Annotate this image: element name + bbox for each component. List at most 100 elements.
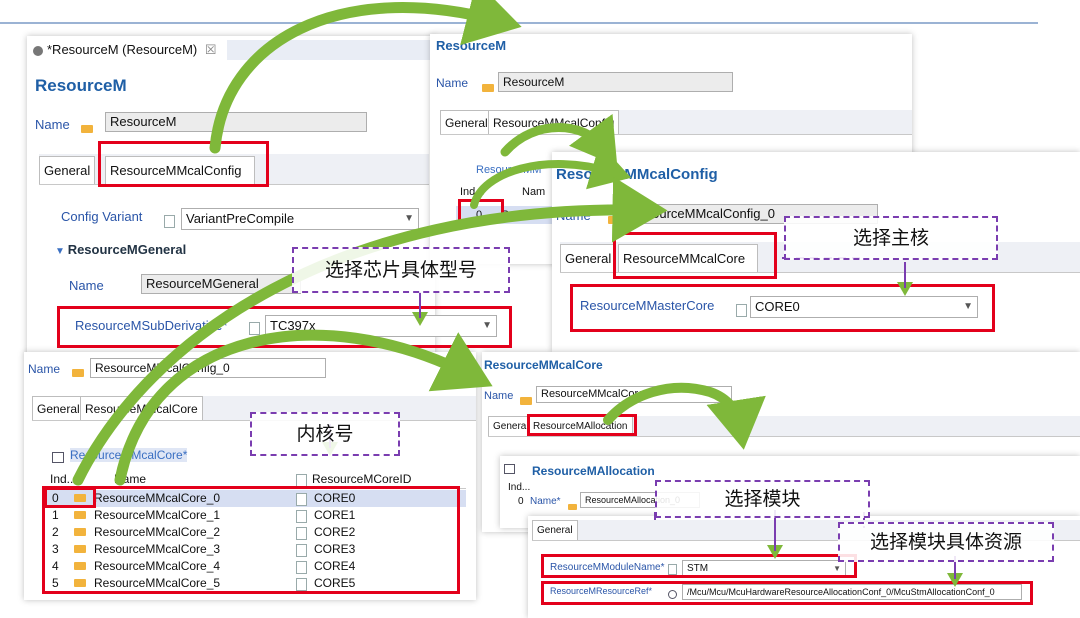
editor-tab-title: *ResourceM (ResourceM) (47, 42, 198, 57)
general-name-label: Name (69, 278, 104, 293)
panel-c-name-label: Name (556, 208, 591, 223)
chevron-down-icon-4[interactable]: ▼ (833, 564, 841, 573)
panel-b-name-label: Name (436, 76, 469, 90)
highlight-module-name (541, 554, 857, 578)
core-col-index: Ind... (50, 472, 77, 486)
top-rule (0, 22, 1038, 24)
panel-e-title: ResourceMMcalCore (484, 358, 603, 372)
row-index: 4 (52, 559, 59, 573)
close-icon[interactable]: ☒ (204, 42, 217, 57)
resource-ref-field[interactable]: /Mcu/Mcu/McuHardwareResourceAllocationCo… (682, 584, 1022, 600)
highlight-subderivative (57, 306, 512, 348)
panel-d-tab-general[interactable]: General (32, 396, 85, 420)
row-core-id: CORE5 (314, 576, 356, 590)
highlight-allocation-tab (527, 414, 637, 436)
row-name: ResourceMMcalCore_5 (94, 576, 221, 590)
row-name: ResourceMMcalCore_3 (94, 542, 221, 556)
row-core-id: CORE3 (314, 542, 356, 556)
config-variant-label: Config Variant (61, 209, 143, 224)
module-name-value: STM (687, 563, 709, 574)
chevron-down-icon[interactable]: ▼ (404, 213, 414, 224)
row-index: 1 (52, 508, 59, 522)
table-row[interactable]: 5 ResourceMMcalCore_5 CORE5 (44, 575, 466, 592)
highlight-mcalcore-tab (613, 232, 777, 279)
row-name: ResourceMMcalCore_1 (94, 508, 221, 522)
row-core-id: CORE2 (314, 525, 356, 539)
config-variant-select[interactable]: VariantPreCompile ▼ (181, 208, 419, 230)
panel-b-tab-general[interactable]: General (440, 110, 493, 134)
panel-b-row-name: Resou (501, 209, 533, 221)
folder-icon (74, 511, 86, 519)
editor-tab[interactable]: *ResourceM (ResourceM) ☒ (33, 42, 217, 58)
general-name-field[interactable]: ResourceMGeneral (141, 274, 301, 294)
row-index: 5 (52, 576, 59, 590)
name-label: Name (35, 117, 70, 132)
row-core-id: CORE4 (314, 559, 356, 573)
core-id-icon (296, 510, 307, 523)
row-index: 2 (52, 525, 59, 539)
editor-tabstrip-fill (227, 40, 435, 60)
core-id-icon (296, 527, 307, 540)
panel-d-tab-mcalcore[interactable]: ResourceMMcalCore (80, 396, 203, 420)
folder-icon (81, 124, 93, 133)
folder-icon-6 (520, 396, 532, 405)
annotation-core-number: 内核号 (250, 412, 400, 456)
panel-b-tab-mcalconfig[interactable]: ResourceMMcalConfig (488, 110, 620, 134)
table-row[interactable]: 2 ResourceMMcalCore_2 CORE2 (44, 524, 466, 541)
page-title: ResourceM (35, 76, 127, 95)
editor-icon (33, 45, 43, 56)
row-core-id: CORE1 (314, 508, 356, 522)
tab-resourcemmcalconfig[interactable]: ResourceMMcalConfig (105, 156, 255, 184)
panel-b-list-title: ResourceMM (476, 164, 542, 176)
panel-f-title: ResourceMAllocation (532, 464, 655, 478)
module-name-icon (668, 564, 677, 575)
annotation-module-resource: 选择模块具体资源 (838, 522, 1054, 562)
panel-d-name-field[interactable]: ResourceMMcalConfig_0 (90, 358, 326, 378)
list-icon-2 (504, 464, 515, 474)
variant-icon (164, 215, 175, 228)
core-col-coreid: ResourceMCoreID (312, 472, 412, 486)
panel-b-title: ResourceM (436, 38, 507, 53)
panel-b-name-field[interactable]: ResourceM (498, 72, 733, 92)
core-id-icon (296, 561, 307, 574)
panel-d-name-label: Name (28, 362, 61, 376)
panel-e-name-field[interactable]: ResourceMMcalCore (536, 386, 732, 403)
master-core-select[interactable]: CORE0 ▼ (750, 296, 978, 318)
master-core-value: CORE0 (755, 299, 800, 314)
highlight-master-core (570, 284, 995, 332)
panel-f-col-index: Ind... (508, 482, 531, 493)
module-name-label: ResourceMModuleName* (550, 562, 665, 573)
panel-b-col-index: Ind... (460, 186, 485, 198)
row-name: ResourceMMcalCore_2 (94, 525, 221, 539)
link-icon (668, 590, 677, 599)
chevron-down-icon-3[interactable]: ▼ (963, 301, 973, 312)
config-variant-value: VariantPreCompile (186, 211, 295, 226)
resource-ref-label: ResourceMResourceRef* (550, 586, 653, 596)
master-core-icon (736, 304, 747, 317)
list-icon (52, 452, 64, 463)
table-row[interactable]: 1 ResourceMMcalCore_1 CORE1 (44, 507, 466, 524)
row-core-id: CORE0 (314, 491, 356, 505)
highlight-mcalconfig-tab (98, 141, 269, 187)
name-field[interactable]: ResourceM (105, 112, 367, 132)
folder-icon (74, 545, 86, 553)
expand-triangle-icon[interactable]: ▼ (55, 246, 68, 257)
panel-c-title: ResourceMMcalConfig (556, 166, 718, 183)
folder-icon (74, 579, 86, 587)
core-col-name: Name (114, 472, 147, 486)
folder-icon-4 (608, 215, 620, 224)
highlight-core-row0 (44, 487, 96, 508)
core-id-icon (296, 578, 307, 591)
row-name: ResourceMMcalCore_0 (94, 491, 221, 505)
tab-general[interactable]: General (39, 156, 96, 184)
panel-c-tab-general[interactable]: General (560, 244, 617, 272)
core-id-icon (296, 544, 307, 557)
section-header[interactable]: ▼ ResourceMGeneral (55, 242, 186, 257)
folder-icon (74, 494, 86, 502)
panel-g-tab-general[interactable]: General (532, 520, 578, 540)
highlight-core-table (42, 486, 460, 594)
folder-icon-7 (568, 503, 577, 510)
